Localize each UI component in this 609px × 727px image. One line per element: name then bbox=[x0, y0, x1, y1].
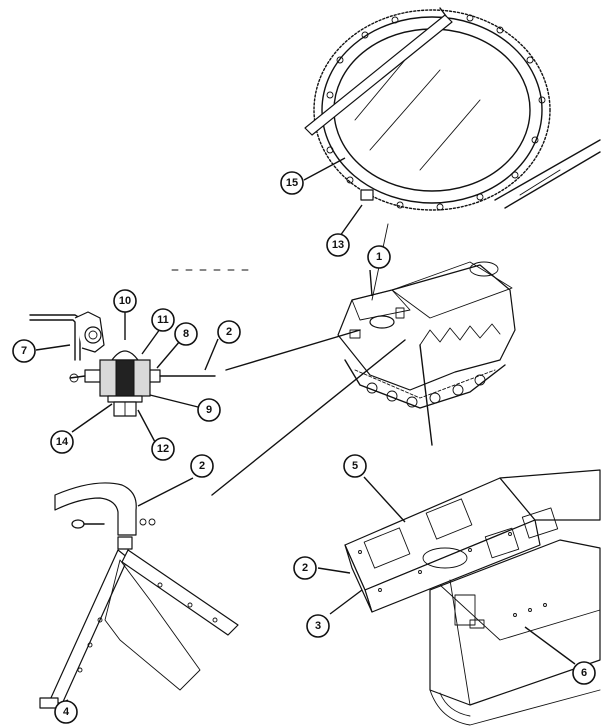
callout-14: 14 bbox=[50, 430, 74, 454]
svg-text:1: 1 bbox=[376, 251, 382, 263]
bow-assembly bbox=[39, 482, 239, 709]
svg-text:9: 9 bbox=[206, 404, 212, 416]
svg-text:3: 3 bbox=[315, 620, 321, 632]
callout-1: 1 bbox=[367, 245, 391, 269]
canopy-frame-assembly bbox=[344, 469, 601, 726]
svg-text:11: 11 bbox=[157, 314, 169, 326]
window-assembly bbox=[304, 7, 601, 211]
leader-lines bbox=[35, 157, 576, 702]
callout-6: 6 bbox=[572, 661, 596, 685]
callout-13: 13 bbox=[326, 233, 350, 257]
callout-12: 12 bbox=[151, 437, 175, 461]
svg-text:7: 7 bbox=[21, 345, 27, 357]
callout-8: 8 bbox=[174, 322, 198, 346]
callout-4: 4 bbox=[54, 700, 78, 724]
svg-text:8: 8 bbox=[183, 328, 189, 340]
svg-text:2: 2 bbox=[302, 562, 308, 574]
callout-10: 10 bbox=[113, 289, 137, 313]
svg-text:15: 15 bbox=[286, 177, 298, 189]
callout-2-middle: 2 bbox=[190, 454, 214, 478]
fastener-detail bbox=[29, 269, 256, 417]
callout-9: 9 bbox=[197, 398, 221, 422]
svg-text:2: 2 bbox=[226, 326, 232, 338]
svg-text:2: 2 bbox=[199, 460, 205, 472]
callouts: 15 13 1 10 11 8 2 7 9 14 12 2 5 2 3 6 4 bbox=[12, 171, 596, 724]
callout-2-top: 2 bbox=[217, 320, 241, 344]
callout-15: 15 bbox=[280, 171, 304, 195]
svg-text:14: 14 bbox=[56, 436, 69, 448]
svg-text:10: 10 bbox=[119, 295, 131, 307]
svg-text:12: 12 bbox=[157, 443, 169, 455]
carrier-vehicle bbox=[337, 261, 516, 409]
svg-text:13: 13 bbox=[332, 239, 344, 251]
callout-5: 5 bbox=[343, 454, 367, 478]
svg-text:5: 5 bbox=[352, 460, 358, 472]
svg-text:6: 6 bbox=[581, 667, 587, 679]
callout-7: 7 bbox=[12, 339, 36, 363]
callout-3: 3 bbox=[306, 614, 330, 638]
callout-11: 11 bbox=[151, 308, 175, 332]
callout-2-right: 2 bbox=[293, 556, 317, 580]
svg-text:4: 4 bbox=[63, 706, 70, 718]
